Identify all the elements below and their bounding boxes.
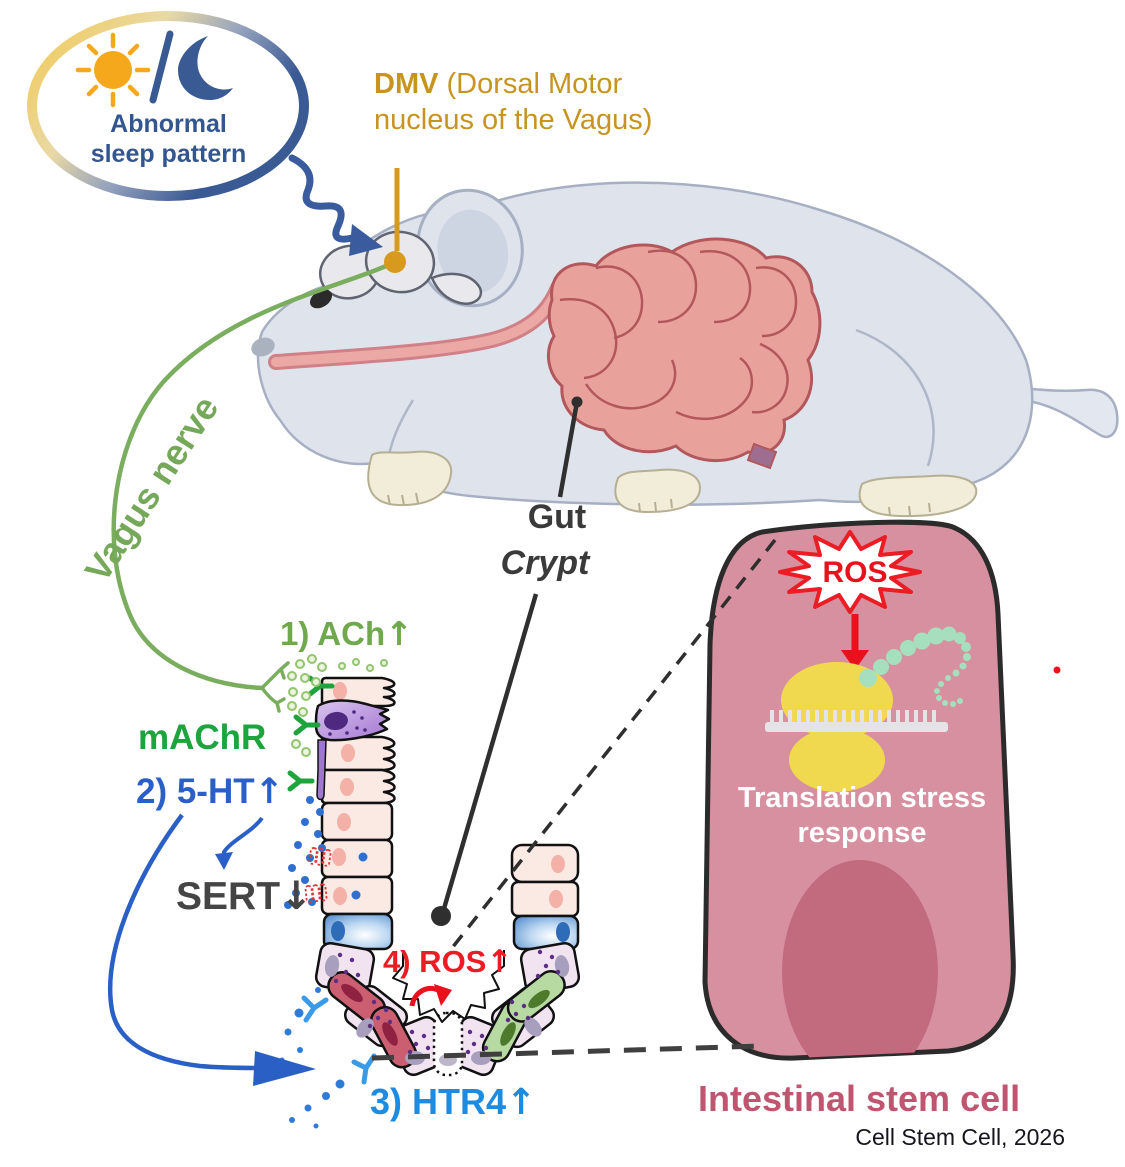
gut-label: Gut	[527, 498, 587, 536]
dmv-pointer	[384, 168, 406, 273]
up-arrow-icon: ↑	[254, 772, 284, 812]
mouse-eye	[309, 289, 333, 309]
blue-cell-nucleus	[331, 921, 345, 941]
serotonin-dots	[284, 796, 368, 909]
zoom-connector-top	[450, 538, 777, 950]
enterochromaffin-cell	[314, 699, 391, 801]
up-arrow-icon: ↑	[385, 614, 413, 653]
crypt-pointer	[431, 593, 539, 926]
abnormal-sleep-label: Abnormal sleep pattern	[90, 110, 247, 168]
up-arrow-icon: ↑	[486, 944, 513, 980]
slash-divider	[149, 30, 174, 104]
intestinal-stem-cell-label: Intestinal stem cell	[698, 1078, 1021, 1119]
vagus-nerve-path	[111, 263, 389, 713]
dmv-label: DMV (Dorsal Motor nucleus of the Vagus)	[374, 66, 724, 139]
mouse-haunch-line	[855, 328, 935, 467]
journal-credit: Cell Stem Cell, 2026	[855, 1124, 1065, 1150]
colon-tip	[746, 442, 778, 470]
stem-cell-nucleus	[782, 860, 938, 1059]
translation-stress-label: Translation stress response	[737, 782, 987, 849]
ros-curved-arrow	[409, 984, 452, 1007]
htr4-receptor-icon	[301, 995, 377, 1085]
zoom-connector-bottom	[371, 1043, 763, 1061]
ros-starburst-icon	[778, 530, 922, 614]
esophagus-inner	[271, 283, 563, 367]
down-arrow-icon: ↓	[280, 874, 313, 919]
moon-icon	[178, 36, 233, 100]
crypt-epithelial-cells-right	[510, 843, 580, 918]
serotonin-step-label: 2) 5-HT↑	[136, 772, 284, 812]
crypt-label: Crypt	[500, 544, 590, 582]
mouse-rear-paw	[858, 474, 978, 518]
brush-border	[392, 950, 505, 1023]
mouse-illustration	[251, 181, 1119, 518]
mouse-mid-paw	[614, 468, 702, 514]
intestines	[546, 237, 822, 470]
dmv-expansion: (Dorsal Motor nucleus of the Vagus)	[374, 68, 653, 137]
up-arrow-icon: ↑	[506, 1082, 537, 1123]
ros-step-label: 4) ROS↑	[383, 944, 513, 980]
nascent-peptide-icon	[859, 626, 971, 707]
ach-step-label: 1) ACh↑	[280, 614, 413, 653]
sun-icon	[75, 32, 151, 108]
mouse-tail	[1020, 386, 1119, 439]
paw-toes	[387, 492, 931, 517]
sleep-badge	[27, 11, 309, 201]
gut-pointer	[557, 396, 583, 498]
mouse-front-paw	[367, 450, 453, 507]
sert-label: SERT↓	[176, 874, 313, 919]
ach-dots	[287, 654, 388, 757]
htr4-step-label: 3) HTR4↑	[370, 1081, 537, 1123]
sert-transporter-icon	[304, 847, 332, 903]
dmv-abbr: DMV	[374, 68, 439, 100]
wedge-nuclei	[341, 983, 550, 1046]
mouse-nose	[251, 337, 275, 357]
serotonin-to-htr4-arrow	[107, 813, 316, 1086]
blue-cell-nucleus	[556, 922, 570, 942]
sleep-to-brain-arrow	[288, 154, 383, 256]
ros-burst-label: ROS	[822, 556, 888, 589]
granule-dots	[333, 949, 561, 1055]
htr4-serotonin-dots	[279, 987, 345, 1129]
intestinal-stem-cell-zoom	[702, 519, 1016, 1061]
stem-cell-body	[702, 519, 1016, 1061]
serotonin-to-sert-arrow	[215, 816, 264, 870]
mouse-brain	[319, 230, 483, 305]
machr-label: mAChR	[138, 718, 267, 757]
ros-down-arrow	[841, 614, 869, 670]
stray-red-dot	[1053, 666, 1061, 674]
mrna-icon	[765, 710, 948, 732]
pink-nuclei	[332, 682, 565, 908]
ribosome-icon	[765, 626, 971, 792]
